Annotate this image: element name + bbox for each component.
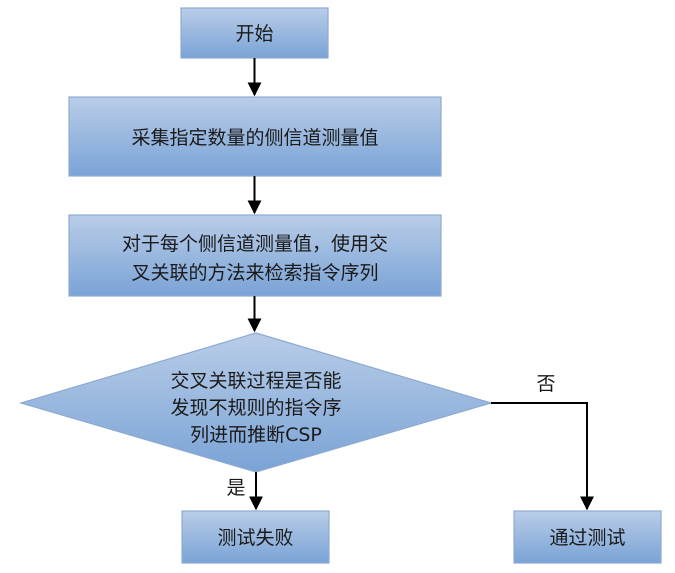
- collect-node-box: [68, 96, 442, 177]
- decision-node-line-2: 发现不规则的指令序: [170, 397, 341, 419]
- fail-node: 测试失败: [181, 510, 330, 564]
- pass-node-box: [513, 510, 662, 564]
- start-node-label: 开始: [235, 23, 273, 45]
- decision-node-line-3: 列进而推断CSP: [190, 424, 322, 446]
- collect-node-label: 采集指定数量的侧信道测量值: [131, 127, 378, 149]
- pass-node-label: 通过测试: [549, 527, 625, 549]
- arrow-decision-to-pass: [491, 402, 594, 511]
- pass-node: 通过测试: [513, 510, 662, 564]
- yes-edge-label: 是: [226, 477, 245, 499]
- fail-node-box: [181, 510, 330, 564]
- decision-node-line-1: 交叉关联过程是否能: [170, 370, 341, 392]
- collect-node: 采集指定数量的侧信道测量值: [68, 96, 442, 177]
- correlate-node-line-1: 对于每个侧信道测量值，使用交: [122, 233, 388, 255]
- start-node: 开始: [180, 7, 329, 59]
- start-node-box: [180, 7, 329, 59]
- correlate-node-box: [68, 214, 442, 297]
- decision-node: 交叉关联过程是否能 发现不规则的指令序 列进而推断CSP: [18, 332, 494, 473]
- fail-node-label: 测试失败: [217, 527, 293, 549]
- correlate-node: 对于每个侧信道测量值，使用交 叉关联的方法来检索指令序列: [68, 214, 442, 297]
- correlate-node-line-2: 叉关联的方法来检索指令序列: [131, 262, 378, 284]
- no-edge-label: 否: [536, 373, 555, 395]
